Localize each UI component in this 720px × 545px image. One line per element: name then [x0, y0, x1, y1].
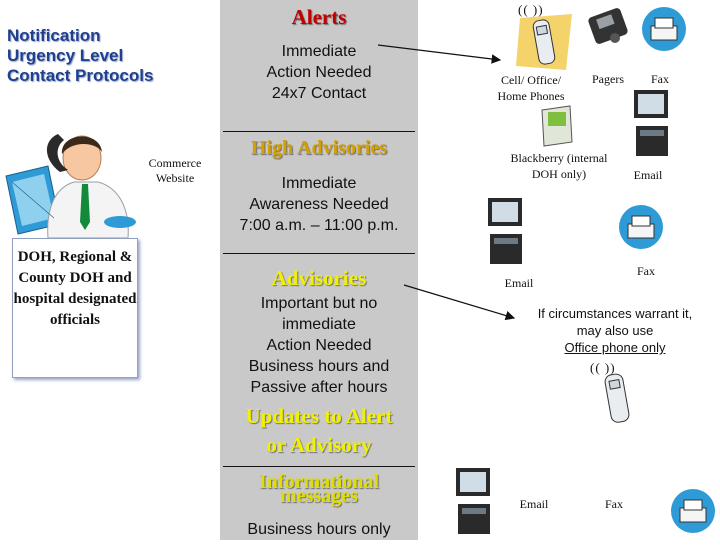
fax-label-advisories: Fax	[637, 264, 655, 278]
divider-1	[223, 131, 415, 132]
blackberry-line-2: DOH only)	[531, 167, 587, 181]
alerts-heading: Alerts	[291, 5, 347, 29]
note-line-1: If circumstances warrant it,	[537, 306, 693, 321]
note-line-2: may also use	[576, 323, 654, 338]
advisories-description: Important but no immediate Action Needed…	[220, 293, 418, 398]
fax-icon	[670, 488, 716, 534]
advisories-desc-line-1: Important but no	[260, 295, 378, 312]
divider-3	[223, 466, 415, 467]
alerts-arrow	[377, 44, 502, 64]
informational-description: Business hours only	[247, 521, 391, 538]
diagram-title: Notification Urgency Level Contact Proto…	[7, 26, 207, 86]
fax-label-informational: Fax	[605, 497, 623, 511]
fax-label-alerts: Fax	[651, 72, 669, 86]
email-label-high: Email	[633, 168, 663, 182]
urgency-level-panel	[220, 0, 418, 540]
phones-line-2: Home Phones	[497, 89, 565, 103]
pagers-label: Pagers	[592, 72, 624, 86]
phone-waves-1: (( ))	[518, 2, 544, 17]
phones-line-1: Cell/ Office/	[500, 73, 562, 87]
advisories-desc-line-5: Passive after hours	[250, 379, 388, 396]
pager-icon	[585, 6, 631, 52]
note-line-3: Office phone only	[564, 340, 666, 355]
divider-2	[223, 253, 415, 254]
high-advisories-desc-line-2: Awareness Needed	[249, 196, 389, 213]
phone-waves-2: (( ))	[590, 360, 616, 375]
computer-icon	[484, 196, 528, 268]
title-line-3: Contact Protocols	[7, 66, 154, 85]
commerce-line-2: Website	[155, 171, 195, 185]
person-on-phone-icon	[2, 126, 140, 239]
blackberry-label: Blackberry (internal DOH only)	[494, 150, 624, 182]
high-advisories-desc-line-1: Immediate	[281, 175, 357, 192]
email-label-informational: Email	[519, 497, 549, 511]
title-line-2: Urgency Level	[7, 46, 124, 65]
cell-phone-icon	[598, 370, 638, 426]
alerts-description: Immediate Action Needed 24x7 Contact	[220, 41, 418, 104]
cell-phone-icon	[516, 14, 576, 70]
title-line-1: Notification	[7, 26, 101, 45]
alerts-desc-line-3: 24x7 Contact	[271, 85, 367, 102]
informational-heading-line-1: Informational	[259, 471, 379, 493]
alerts-desc-line-1: Immediate	[281, 43, 357, 60]
high-advisories-heading: High Advisories	[250, 137, 388, 159]
fax-icon	[618, 204, 664, 250]
computer-icon	[452, 466, 496, 540]
informational-heading-line-2: messages	[280, 485, 358, 507]
email-label-advisories: Email	[504, 276, 534, 290]
high-advisories-description: Immediate Awareness Needed 7:00 a.m. – 1…	[220, 173, 418, 236]
advisories-desc-line-4: Business hours and	[248, 358, 390, 375]
informational-heading: Informational messages	[220, 471, 418, 507]
commerce-line-1: Commerce	[148, 156, 202, 170]
blackberry-icon	[536, 104, 576, 148]
computer-icon	[630, 88, 674, 160]
officials-box: DOH, Regional & County DOH and hospital …	[12, 238, 138, 378]
commerce-website-label: Commerce Website	[140, 156, 210, 186]
fax-icon	[641, 6, 687, 52]
advisories-desc-line-2: immediate	[282, 316, 356, 333]
office-phone-note: If circumstances warrant it, may also us…	[520, 305, 710, 356]
updates-heading: Updates to Alert or Advisory	[220, 402, 418, 460]
advisories-desc-line-3: Action Needed	[266, 337, 372, 354]
phones-label: Cell/ Office/ Home Phones	[486, 72, 576, 104]
blackberry-line-1: Blackberry (internal	[510, 151, 608, 165]
alerts-desc-line-2: Action Needed	[266, 64, 372, 81]
advisories-heading: Advisories	[271, 266, 367, 290]
high-advisories-desc-line-3: 7:00 a.m. – 11:00 p.m.	[239, 217, 399, 234]
updates-heading-line-1: Updates to Alert	[245, 404, 393, 428]
advisories-arrow	[403, 284, 516, 321]
updates-heading-line-2: or Advisory	[266, 433, 372, 457]
